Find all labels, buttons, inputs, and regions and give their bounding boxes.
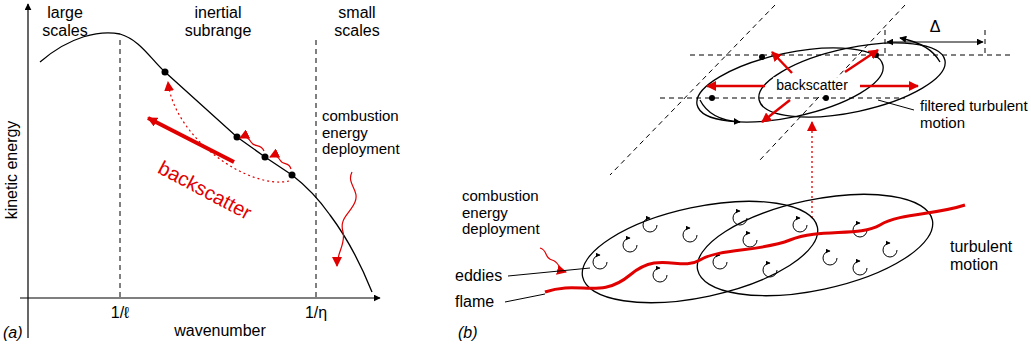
panel-label: (b) xyxy=(458,324,478,342)
filter-dot xyxy=(709,52,879,101)
scale-label: inertial subrange xyxy=(173,4,263,39)
eddy-swirl xyxy=(683,228,697,242)
scale-boundary xyxy=(120,40,316,298)
tick-label: 1/ℓ xyxy=(111,304,130,322)
plot-axes xyxy=(20,4,380,338)
energy-spectrum xyxy=(40,33,372,292)
dimension-label: Δ xyxy=(930,18,941,36)
eddy-swirl xyxy=(853,261,867,275)
filter-link xyxy=(811,122,812,218)
panel-label: (a) xyxy=(3,324,23,342)
filter-width xyxy=(887,42,983,43)
filtered-eddy xyxy=(690,29,951,136)
eddy-swirls xyxy=(593,211,897,282)
filter-plane xyxy=(610,5,1010,175)
eddy-swirl xyxy=(883,243,897,257)
backscatter-arrow xyxy=(707,50,918,122)
eddy-swirl xyxy=(743,233,757,247)
spectrum-dot xyxy=(162,69,296,179)
tick-label: 1/η xyxy=(305,304,327,322)
eddy-swirl xyxy=(733,211,747,225)
backscatter-label: backscatter xyxy=(773,77,851,94)
eddy-swirl xyxy=(623,238,637,252)
annotation: turbulent motion xyxy=(950,238,1028,273)
eddy-swirl xyxy=(643,218,657,232)
eddy-swirl xyxy=(823,251,837,265)
deployment-arrow xyxy=(540,248,566,272)
eddy-swirl xyxy=(713,255,727,269)
eddy-swirl xyxy=(653,268,667,282)
eddy-swirl xyxy=(793,218,807,232)
leader-line xyxy=(505,268,590,302)
scale-label: small scales xyxy=(324,4,390,39)
annotation: combustion energy deployment xyxy=(322,108,447,158)
annotation: combustion energy deployment xyxy=(462,188,562,238)
axis-title: wavenumber xyxy=(174,322,266,340)
flame-front xyxy=(545,205,965,292)
eddy-swirl xyxy=(763,263,777,277)
annotation: flame xyxy=(455,293,494,311)
annotation: eddies xyxy=(455,267,502,285)
backscatter-label: backscatter xyxy=(155,156,256,223)
eddy-swirl xyxy=(593,255,607,269)
axis-title: kinetic energy xyxy=(3,121,21,220)
backscatter-arrow xyxy=(148,118,234,162)
scale-label: large scales xyxy=(30,4,100,39)
annotation: filtered turbulent motion xyxy=(920,98,1028,131)
